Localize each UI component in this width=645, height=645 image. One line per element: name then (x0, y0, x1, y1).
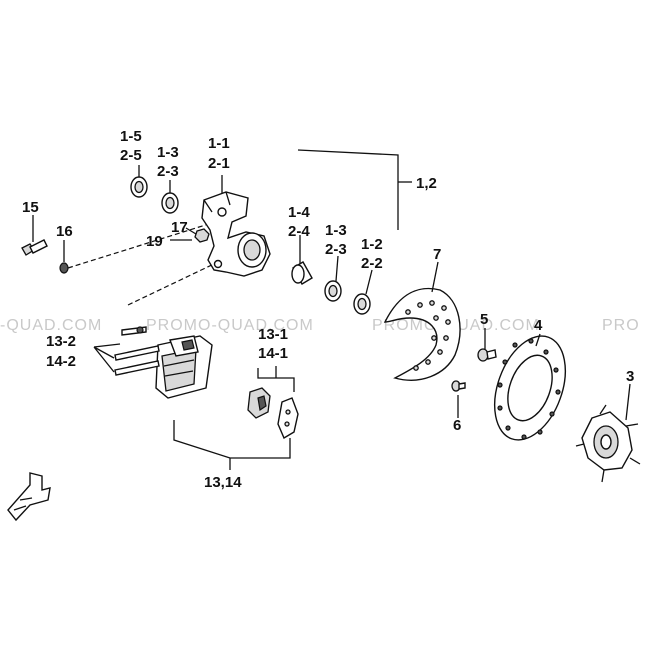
bearing-1-3-mid (324, 280, 342, 302)
callout-1-1: 1-1 (208, 135, 230, 152)
callout-2-1: 2-1 (208, 155, 230, 172)
callout-6: 6 (453, 417, 461, 434)
callout-2-4: 2-4 (288, 223, 310, 240)
callout-4: 4 (534, 317, 543, 334)
callout-2-2: 2-2 (361, 255, 383, 272)
caliper-bolts (114, 326, 160, 376)
screw-6 (451, 380, 466, 392)
brake-dust-shield (383, 287, 461, 381)
bolt-15 (21, 239, 48, 256)
callout-13-1: 13-1 (258, 326, 288, 343)
wheel-hub (575, 404, 641, 483)
bearing-top (161, 192, 179, 214)
callout-5: 5 (480, 311, 488, 328)
assembly-axis-lines (67, 221, 219, 306)
callout-1-2-group: 1,2 (416, 175, 437, 192)
steering-knuckle (201, 191, 271, 277)
front-direction-arrow-icon (7, 472, 51, 522)
callout-1-3: 1-3 (157, 144, 179, 161)
callout-16: 16 (56, 223, 73, 240)
watermark-text: PRO (602, 317, 640, 334)
callout-1-4: 1-4 (288, 204, 310, 221)
watermark-text: -QUAD.COM (0, 317, 102, 334)
leader-lines (32, 149, 631, 470)
callout-14-1: 14-1 (258, 345, 288, 362)
screw-5 (477, 348, 497, 362)
callout-1-5: 1-5 (120, 128, 142, 145)
brake-disc (494, 335, 566, 441)
nut-16 (59, 262, 69, 274)
callout-2-3: 2-3 (157, 163, 179, 180)
spacer-1-4 (291, 261, 313, 285)
watermark: -QUAD.COM PROMO-QUAD.COM PROMO-QUAD.COM … (0, 317, 640, 334)
castle-nut (194, 228, 210, 243)
callout-labels: 1-5 2-5 1-3 2-3 1-1 2-1 1,2 15 16 17 19 … (22, 128, 634, 491)
brake-pads (247, 387, 299, 440)
callout-17: 17 (171, 219, 188, 236)
callout-2-3-mid: 2-3 (325, 241, 347, 258)
callout-14-2: 14-2 (46, 353, 76, 370)
callout-1-2: 1-2 (361, 236, 383, 253)
callout-7: 7 (433, 246, 441, 263)
callout-19: 19 (146, 233, 163, 250)
callout-13-2: 13-2 (46, 333, 76, 350)
callout-15: 15 (22, 199, 39, 216)
brake-caliper (155, 335, 213, 399)
callout-2-5: 2-5 (120, 147, 142, 164)
callout-3: 3 (626, 368, 634, 385)
oil-seal-small (130, 176, 148, 198)
watermark-text: PROMO-QUAD.COM (146, 317, 314, 334)
callout-13-14-group: 13,14 (204, 474, 242, 491)
callout-1-3-mid: 1-3 (325, 222, 347, 239)
seal-1-2 (353, 293, 371, 315)
